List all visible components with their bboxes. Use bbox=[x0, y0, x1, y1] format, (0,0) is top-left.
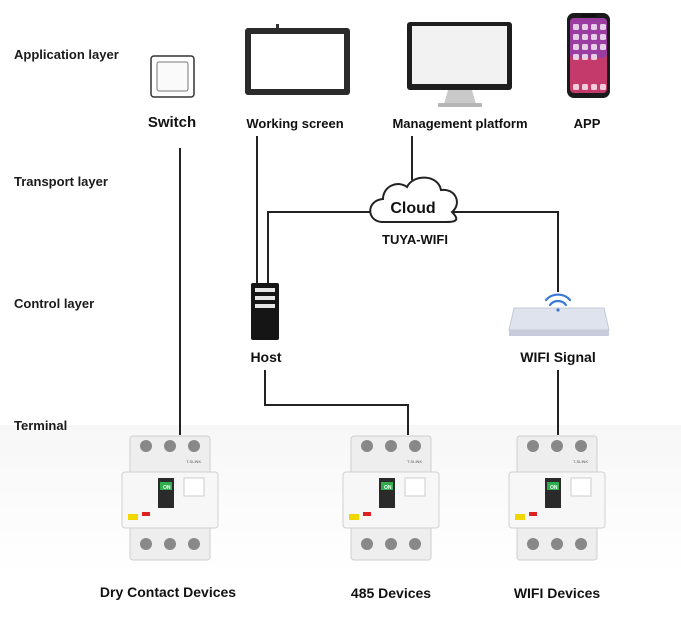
switch-label: Switch bbox=[147, 114, 197, 131]
host-server-icon bbox=[251, 283, 279, 340]
app-label: APP bbox=[573, 116, 601, 131]
control-layer-label: Control layer bbox=[14, 296, 95, 311]
working-screen-label: Working screen bbox=[246, 116, 344, 131]
dry-contact-brand-mark: T-SLINK bbox=[186, 459, 201, 464]
host-to-485-line bbox=[264, 370, 409, 435]
application-layer-label: Application layer bbox=[14, 47, 119, 62]
cloud-to-host-line bbox=[267, 211, 380, 283]
working-screen-icon bbox=[245, 24, 350, 95]
485-brand-mark: T-SLINK bbox=[407, 459, 422, 464]
485-on-mark: ON bbox=[384, 485, 392, 491]
switch-device-icon bbox=[150, 55, 195, 98]
wifi-brand-mark: T-SLINK bbox=[573, 459, 588, 464]
cloud-icon bbox=[369, 176, 458, 223]
tuya-wifi-label: TUYA-WIFI bbox=[382, 232, 448, 247]
smartphone-icon bbox=[567, 13, 610, 98]
dry-contact-breaker-icon bbox=[121, 435, 219, 561]
wifi-signal-icon bbox=[544, 293, 572, 312]
cloud-to-wifi-signal-line bbox=[450, 211, 559, 292]
wifi-on-mark: ON bbox=[550, 485, 558, 491]
dry-contact-devices-label: Dry Contact Devices bbox=[99, 584, 237, 600]
management-platform-label: Management platform bbox=[392, 116, 528, 131]
terminal-layer-label: Terminal bbox=[14, 418, 68, 433]
monitor-icon bbox=[407, 22, 512, 107]
host-label: Host bbox=[250, 349, 282, 365]
connection-lines bbox=[179, 136, 559, 435]
cloud-label: Cloud bbox=[390, 200, 435, 217]
wifi-breaker-icon bbox=[508, 435, 606, 561]
485-breaker-icon bbox=[342, 435, 440, 561]
wifi-signal-label: WIFI Signal bbox=[520, 349, 596, 365]
485-devices-label: 485 Devices bbox=[350, 585, 432, 601]
wifi-devices-label: WIFI Devices bbox=[513, 585, 601, 601]
transport-layer-label: Transport layer bbox=[14, 174, 108, 189]
dry-contact-on-mark: ON bbox=[163, 485, 171, 491]
wifi-router-icon bbox=[508, 307, 610, 336]
